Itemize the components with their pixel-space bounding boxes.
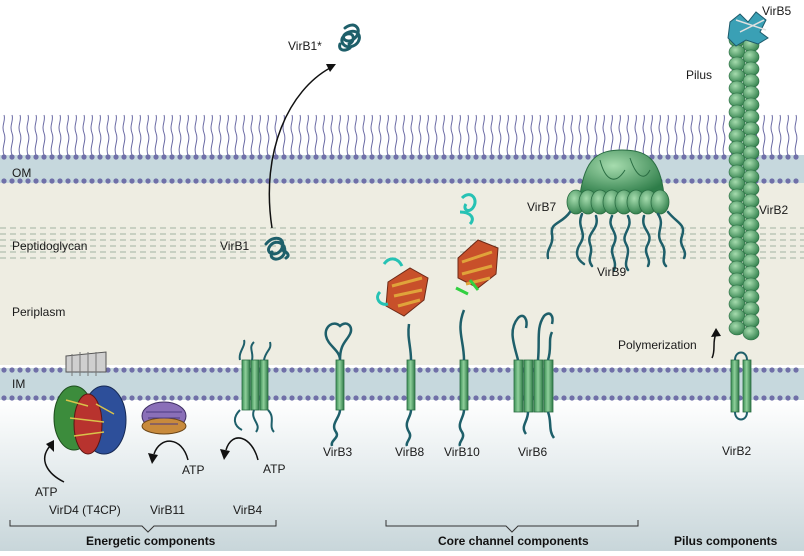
- label-virb10: VirB10: [444, 445, 480, 459]
- label-virb9: VirB9: [597, 265, 626, 279]
- virb6-protein: [511, 312, 556, 439]
- virb8-protein: [376, 257, 429, 447]
- virb5-protein: [727, 11, 769, 47]
- label-atp-virb4: ATP: [263, 462, 285, 476]
- peptidoglycan-layer: [0, 227, 804, 259]
- virb7-virb9-core-complex: [546, 149, 687, 272]
- label-virb1: VirB1: [220, 239, 249, 253]
- inner-membrane: [0, 367, 804, 401]
- virb1-star-protein: [338, 23, 361, 52]
- layer-label-im: IM: [12, 377, 25, 391]
- label-virb5: VirB5: [762, 4, 791, 18]
- label-virD4: VirD4 (T4CP): [49, 503, 121, 517]
- polymerization-arrowhead: [711, 328, 721, 337]
- label-virb3: VirB3: [323, 445, 352, 459]
- virb4-protein: [234, 339, 275, 433]
- bracket-energetic: [9, 520, 277, 533]
- virD4-protein: [53, 351, 127, 455]
- virb1-export-arrowhead: [326, 64, 336, 72]
- label-virb1-star: VirB1*: [288, 39, 322, 53]
- bracket-core: [385, 520, 639, 533]
- virb4-atp-arrowhead: [220, 449, 230, 460]
- label-virb7: VirB7: [527, 200, 556, 214]
- virb3-protein: [324, 322, 353, 447]
- label-pilus: Pilus: [686, 68, 712, 82]
- virb11-atp-arrow: [153, 440, 189, 461]
- virb10-protein: [455, 193, 499, 447]
- virD4-atp-arrow: [44, 445, 65, 483]
- group-label-pilus: Pilus components: [674, 534, 778, 548]
- virb2-membrane-monomers: [730, 351, 752, 421]
- layer-label-om: OM: [12, 166, 31, 180]
- label-virb6: VirB6: [518, 445, 547, 459]
- virb4-atp-arrow: [225, 437, 259, 461]
- label-virb8: VirB8: [395, 445, 424, 459]
- label-polymerization: Polymerization: [618, 338, 697, 352]
- outer-membrane: [0, 114, 804, 184]
- label-virb2-pilus: VirB2: [759, 203, 788, 217]
- virb1-protein: [264, 236, 290, 261]
- label-virb11: VirB11: [150, 503, 185, 517]
- pilus-filament: [728, 32, 760, 341]
- virD4-atp-arrowhead: [46, 440, 54, 452]
- label-virb4: VirB4: [233, 503, 262, 517]
- virb1-export-arrow: [268, 67, 331, 229]
- group-label-core: Core channel components: [438, 534, 589, 548]
- layer-label-periplasm: Periplasm: [12, 305, 65, 319]
- label-virb2-membrane: VirB2: [722, 444, 751, 458]
- virb11-protein: [141, 401, 187, 435]
- group-label-energetic: Energetic components: [86, 534, 216, 548]
- label-atp-virD4: ATP: [35, 485, 57, 499]
- layer-label-peptidoglycan: Peptidoglycan: [12, 239, 87, 253]
- virb11-atp-arrowhead: [148, 453, 158, 464]
- label-atp-virb11: ATP: [182, 463, 204, 477]
